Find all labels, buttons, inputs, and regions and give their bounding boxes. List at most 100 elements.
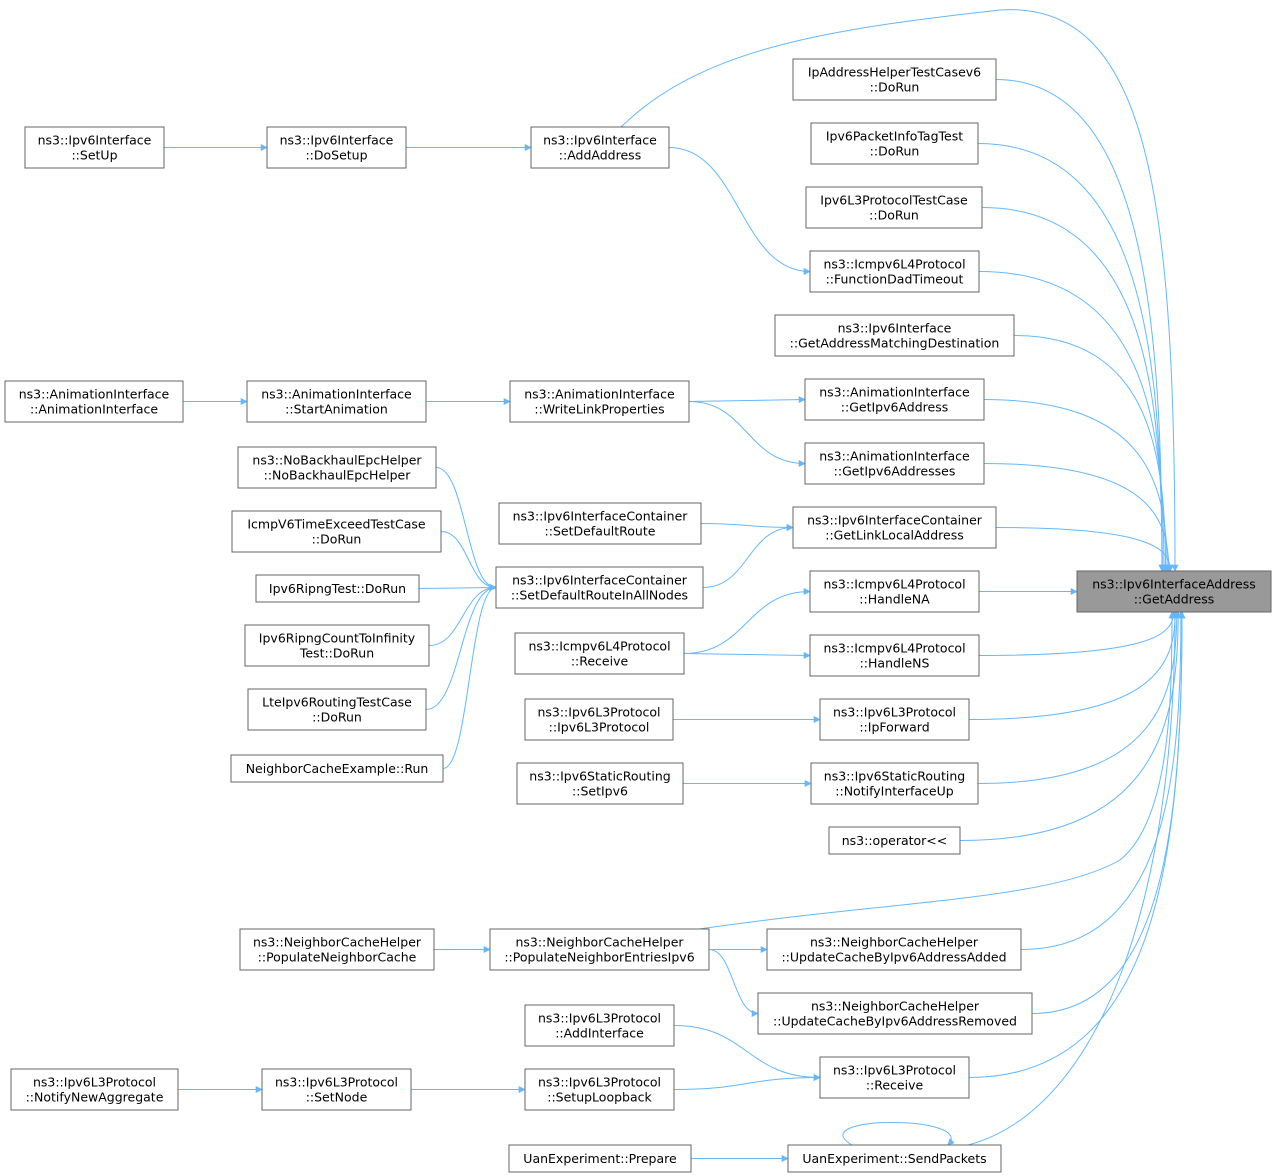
- node-label-line: Ipv6RipngTest::DoRun: [269, 581, 406, 596]
- node-box: [792, 506, 997, 549]
- node-box: [516, 762, 684, 805]
- edge-setdefroute-to-getlinklocal: [700, 523, 794, 531]
- node-setnode[interactable]: ns3::Ipv6L3Protocol::SetNode: [261, 1068, 412, 1111]
- node-label-line: ns3::NeighborCacheHelper: [810, 935, 979, 950]
- node-label-line: ns3::Ipv6StaticRouting: [529, 769, 670, 784]
- node-label-line: ::Ipv6L3Protocol: [549, 720, 650, 735]
- node-startanim[interactable]: ns3::AnimationInterface::StartAnimation: [246, 380, 427, 423]
- node-l3ctor[interactable]: ns3::Ipv6L3Protocol::Ipv6L3Protocol: [524, 698, 674, 741]
- node-icmpreceive[interactable]: ns3::Icmpv6L4Protocol::Receive: [514, 632, 685, 675]
- node-updadded[interactable]: ns3::NeighborCacheHelper::UpdateCacheByI…: [766, 928, 1022, 971]
- edge-popentries-to-target: [698, 611, 1176, 930]
- node-box: [237, 446, 437, 489]
- node-l3test[interactable]: Ipv6L3ProtocolTestCase::DoRun: [805, 186, 983, 229]
- edge-icmptimeexceed-to-setdefrouteall: [440, 531, 497, 591]
- node-box: [495, 566, 704, 609]
- node-label-line: Ipv6L3ProtocolTestCase: [820, 193, 968, 208]
- node-uanprepare[interactable]: UanExperiment::Prepare: [508, 1144, 692, 1173]
- node-popentries[interactable]: ns3::NeighborCacheHelper::PopulateNeighb…: [489, 928, 710, 971]
- node-getipv6addr[interactable]: ns3::AnimationInterface::GetIpv6Address: [804, 378, 985, 421]
- edge-updadded-to-target: [1020, 611, 1185, 950]
- node-popcache[interactable]: ns3::NeighborCacheHelper::PopulateNeighb…: [239, 928, 435, 971]
- edge-ripngtest-to-setdefrouteall: [418, 584, 497, 592]
- node-box: [261, 1068, 412, 1111]
- node-ncexample[interactable]: NeighborCacheExample::Run: [230, 754, 444, 783]
- node-addiface[interactable]: ns3::Ipv6L3Protocol::AddInterface: [524, 1004, 675, 1047]
- node-notifyaggr[interactable]: ns3::Ipv6L3Protocol::NotifyNewAggregate: [10, 1068, 179, 1111]
- edge-addiface-to-l3receive: [673, 1025, 821, 1081]
- node-label-line: ::FunctionDadTimeout: [826, 272, 964, 287]
- node-handlena[interactable]: ns3::Icmpv6L4Protocol::HandleNA: [809, 570, 980, 613]
- node-label-line: IpAddressHelperTestCasev6: [808, 65, 981, 80]
- node-label-line: ns3::Ipv6Interface: [838, 321, 952, 336]
- node-label-line: ns3::AnimationInterface: [524, 387, 675, 402]
- node-label-line: ns3::Icmpv6L4Protocol: [528, 639, 670, 654]
- node-staticsetipv6[interactable]: ns3::Ipv6StaticRouting::SetIpv6: [516, 762, 684, 805]
- node-label-line: ns3::NoBackhaulEpcHelper: [252, 453, 422, 468]
- node-ipforward[interactable]: ns3::Ipv6L3Protocol::IpForward: [819, 698, 970, 741]
- node-box: [809, 570, 980, 613]
- node-label-line: ::HandleNS: [860, 656, 930, 671]
- node-pktinfotag[interactable]: Ipv6PacketInfoTagTest::DoRun: [810, 122, 979, 165]
- node-nobackhaul[interactable]: ns3::NoBackhaulEpcHelper::NoBackhaulEpcH…: [237, 446, 437, 489]
- node-getlinklocal[interactable]: ns3::Ipv6InterfaceContainer::GetLinkLoca…: [792, 506, 997, 549]
- node-operator[interactable]: ns3::operator<<: [828, 826, 961, 855]
- edge-ripngcount-to-setdefrouteall: [428, 584, 497, 646]
- node-handlens[interactable]: ns3::Icmpv6L4Protocol::HandleNS: [809, 634, 980, 677]
- node-label-line: NeighborCacheExample::Run: [246, 761, 429, 776]
- node-box: [247, 688, 427, 731]
- node-label-line: ns3::Icmpv6L4Protocol: [823, 641, 965, 656]
- node-updremoved[interactable]: ns3::NeighborCacheHelper::UpdateCacheByI…: [757, 992, 1033, 1035]
- edge-icmpreceive-to-handlens: [683, 651, 811, 659]
- node-box: [766, 928, 1022, 971]
- node-uansend[interactable]: UanExperiment::SendPackets: [787, 1144, 1002, 1173]
- node-label-line: UanExperiment::Prepare: [523, 1151, 677, 1166]
- node-notifyifup[interactable]: ns3::Ipv6StaticRouting::NotifyInterfaceU…: [810, 762, 979, 805]
- node-label-line: ns3::operator<<: [842, 833, 948, 848]
- node-label-line: ns3::Ipv6StaticRouting: [824, 769, 965, 784]
- node-target[interactable]: ns3::Ipv6InterfaceAddress::GetAddress: [1076, 570, 1272, 613]
- node-label-line: LteIpv6RoutingTestCase: [262, 695, 412, 710]
- node-ripngtest[interactable]: Ipv6RipngTest::DoRun: [255, 574, 420, 603]
- node-label-line: ::Receive: [571, 654, 629, 669]
- edge-l3test-to-target: [981, 207, 1166, 572]
- node-label-line: ::IpForward: [859, 720, 929, 735]
- edge-handlens-to-target: [978, 611, 1178, 656]
- node-setup[interactable]: ns3::Ipv6Interface::SetUp: [24, 126, 165, 169]
- node-matchdest[interactable]: ns3::Ipv6Interface::GetAddressMatchingDe…: [774, 314, 1015, 357]
- node-dosetup[interactable]: ns3::Ipv6Interface::DoSetup: [266, 126, 407, 169]
- node-label-line: ns3::Icmpv6L4Protocol: [823, 257, 965, 272]
- nodes-layer: ns3::Ipv6InterfaceAddress::GetAddressns3…: [4, 58, 1272, 1173]
- node-label-line: ns3::Ipv6L3Protocol: [833, 705, 956, 720]
- node-label-line: ::SetNode: [306, 1090, 368, 1105]
- node-daddtimeout[interactable]: ns3::Icmpv6L4Protocol::FunctionDadTimeou…: [809, 250, 980, 293]
- node-box: [792, 58, 997, 101]
- edge-writelink-to-getipv6addr: [688, 396, 806, 404]
- node-setuploop[interactable]: ns3::Ipv6L3Protocol::SetupLoopback: [524, 1068, 675, 1111]
- node-lteipv6[interactable]: LteIpv6RoutingTestCase::DoRun: [247, 688, 427, 731]
- node-box: [524, 1004, 675, 1047]
- edge-getlinklocal-to-target: [995, 527, 1174, 572]
- node-box: [4, 380, 184, 423]
- node-setdefroute[interactable]: ns3::Ipv6InterfaceContainer::SetDefaultR…: [498, 502, 702, 545]
- node-box: [810, 762, 979, 805]
- edge-setuploop-to-l3receive: [673, 1074, 821, 1090]
- node-icmptimeexceed[interactable]: IcmpV6TimeExceedTestCase::DoRun: [231, 510, 442, 553]
- node-label-line: ::UpdateCacheByIpv6AddressAdded: [781, 950, 1006, 965]
- node-iphelpertest[interactable]: IpAddressHelperTestCasev6::DoRun: [792, 58, 997, 101]
- node-box: [489, 928, 710, 971]
- node-getipv6addrs[interactable]: ns3::AnimationInterface::GetIpv6Addresse…: [804, 442, 985, 485]
- node-box: [828, 826, 961, 855]
- edge-getipv6addr-to-target: [983, 399, 1171, 572]
- node-addaddress[interactable]: ns3::Ipv6Interface::AddAddress: [530, 126, 670, 169]
- node-box: [244, 624, 430, 667]
- node-label-line: ::SetupLoopback: [547, 1090, 652, 1105]
- node-writelink[interactable]: ns3::AnimationInterface::WriteLinkProper…: [509, 380, 690, 423]
- node-animctor[interactable]: ns3::AnimationInterface::AnimationInterf…: [4, 380, 184, 423]
- node-l3receive[interactable]: ns3::Ipv6L3Protocol::Receive: [819, 1056, 970, 1099]
- node-label-line: ::SetDefaultRoute: [545, 524, 656, 539]
- node-box: [774, 314, 1015, 357]
- node-setdefrouteall[interactable]: ns3::Ipv6InterfaceContainer::SetDefaultR…: [495, 566, 704, 609]
